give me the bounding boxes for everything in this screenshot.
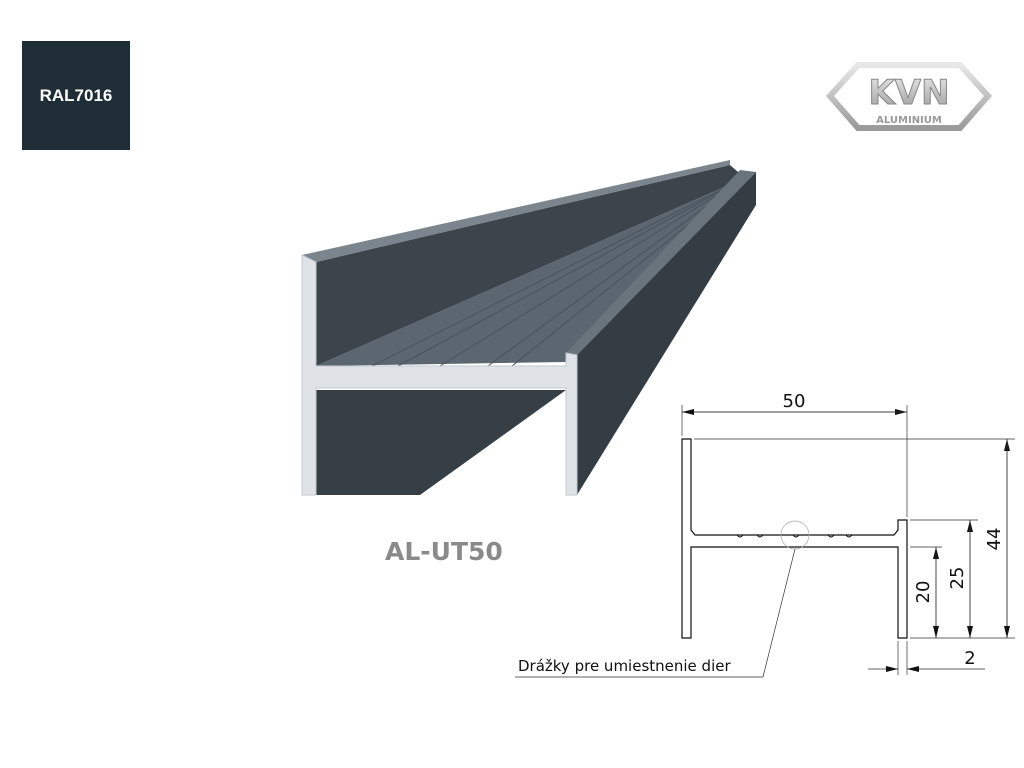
product-code: AL-UT50 — [385, 537, 503, 566]
annotation-leader — [515, 548, 796, 678]
groove-annotation: Drážky pre umiestnenie dier — [518, 657, 731, 675]
profile-outline — [681, 438, 908, 639]
lower-inner-face — [316, 390, 566, 495]
left-top-edge — [302, 160, 730, 262]
left-wall-inner-face — [316, 165, 745, 366]
dimension-lines — [515, 405, 1015, 678]
right-outer-face — [577, 172, 756, 495]
channel-floor — [316, 173, 752, 366]
groove-marks — [736, 534, 853, 538]
color-swatch: RAL7016 — [22, 41, 130, 150]
dim-width: 50 — [783, 391, 806, 412]
right-lip-top — [566, 170, 756, 355]
dim-height: 44 — [984, 528, 1005, 551]
color-swatch-label: RAL7016 — [39, 85, 113, 105]
dim-inner-height: 25 — [947, 567, 968, 590]
dim-thickness: 2 — [964, 648, 975, 669]
profile-cross-section — [301, 254, 578, 496]
dim-lower-height: 20 — [913, 581, 934, 604]
